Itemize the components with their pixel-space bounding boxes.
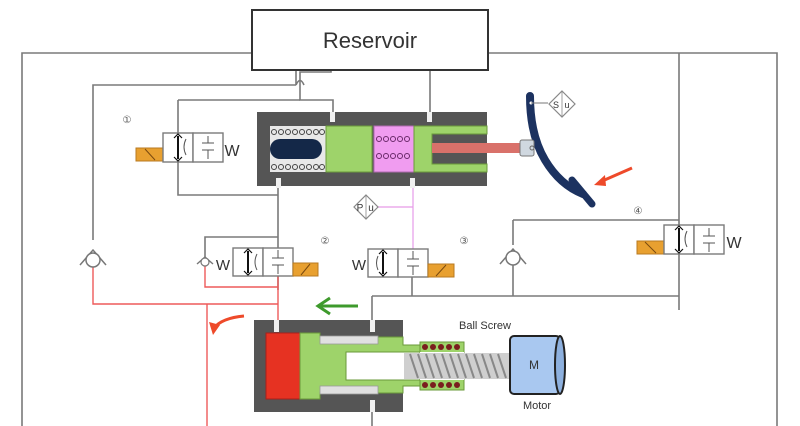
valve-3-number: ③ <box>460 236 469 247</box>
valve-3[interactable]: ③ W <box>352 236 469 278</box>
spring-coils-pink <box>376 136 410 159</box>
motor-label: Motor <box>523 400 551 412</box>
pedal-pivot <box>519 139 535 157</box>
valve-2[interactable]: ② W <box>196 236 330 277</box>
stroke-sensor-u: u <box>564 100 569 110</box>
brake-pedal <box>519 92 596 208</box>
spring-coils-left <box>271 129 325 170</box>
pressure-sensor-p: P <box>357 203 364 214</box>
reservoir: Reservoir <box>251 9 489 71</box>
check-valve-right <box>499 247 527 266</box>
check-valve-left <box>79 248 107 268</box>
pedal-force-arrow <box>594 166 633 186</box>
pressure-lines <box>92 262 279 426</box>
simulator-rubber <box>270 139 322 159</box>
stroke-sensor: S u <box>548 90 576 118</box>
valve-1-number: ① <box>123 115 132 126</box>
valve-4-number: ④ <box>634 206 643 217</box>
flow-arrow-green <box>315 296 358 316</box>
pedal-sensor-line <box>377 186 414 252</box>
hydraulic-lines <box>21 40 778 426</box>
valve-4[interactable]: ④ W <box>634 206 743 255</box>
valve-2-spring: W <box>216 257 231 274</box>
motor: M Motor <box>509 335 566 412</box>
valve-1[interactable]: ① W <box>123 115 241 163</box>
reservoir-label: Reservoir <box>323 28 417 53</box>
valve-3-spring: W <box>352 257 367 274</box>
actuator-piston <box>265 332 301 400</box>
push-rod <box>432 143 522 153</box>
valve-2-number: ② <box>321 236 330 247</box>
ball-screw: Ball Screw <box>404 320 511 379</box>
flow-arrow-red <box>209 314 245 335</box>
ball-screw-label: Ball Screw <box>459 320 511 332</box>
pressure-sensor: P u <box>353 194 379 220</box>
valve-1-spring: W <box>224 143 240 160</box>
valve-4-spring: W <box>726 235 742 252</box>
motor-symbol: M <box>529 358 539 372</box>
master-cylinder <box>257 112 522 188</box>
pressure-sensor-u: u <box>368 203 374 214</box>
actuator-cylinder <box>254 320 421 412</box>
stroke-sensor-s: S <box>553 100 559 110</box>
